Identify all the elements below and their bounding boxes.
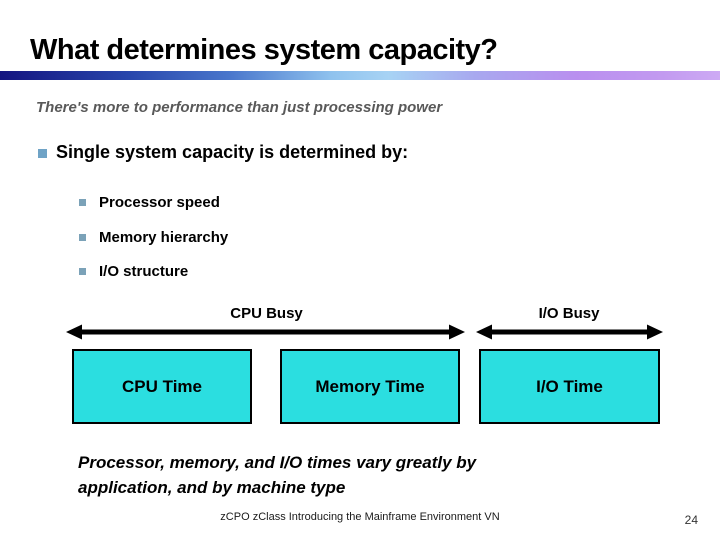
bullet-main: Single system capacity is determined by: <box>56 142 409 162</box>
memory-time-box: Memory Time <box>280 349 460 424</box>
page-title: What determines system capacity? <box>30 34 498 66</box>
bullet-square-icon <box>79 234 86 241</box>
note-line-1: Processor, memory, and I/O times vary gr… <box>78 453 477 472</box>
bullet-item-io-structure: I/O structure <box>99 263 189 280</box>
bullet-item-processor-speed: Processor speed <box>99 194 220 211</box>
note-line-2: application, and by machine type <box>78 478 346 497</box>
slide-subtitle: There's more to performance than just pr… <box>36 99 443 116</box>
bullet-item-memory-hierarchy: Memory hierarchy <box>99 229 229 246</box>
note-text: Processor, memory, and I/O times vary gr… <box>78 450 476 500</box>
bullet-square-icon <box>79 199 86 206</box>
bullet-square-icon <box>38 149 47 158</box>
footer-text: zCPO zClass Introducing the Mainframe En… <box>220 511 500 523</box>
bullet-square-icon <box>79 268 86 275</box>
cpu-busy-arrow-icon <box>66 324 465 340</box>
io-busy-label: I/O Busy <box>538 305 600 322</box>
cpu-time-box: CPU Time <box>72 349 252 424</box>
page-number: 24 <box>684 513 698 527</box>
io-time-box: I/O Time <box>479 349 660 424</box>
title-divider-bar <box>0 71 720 80</box>
cpu-busy-label: CPU Busy <box>230 305 303 322</box>
io-busy-arrow-icon <box>476 324 663 340</box>
